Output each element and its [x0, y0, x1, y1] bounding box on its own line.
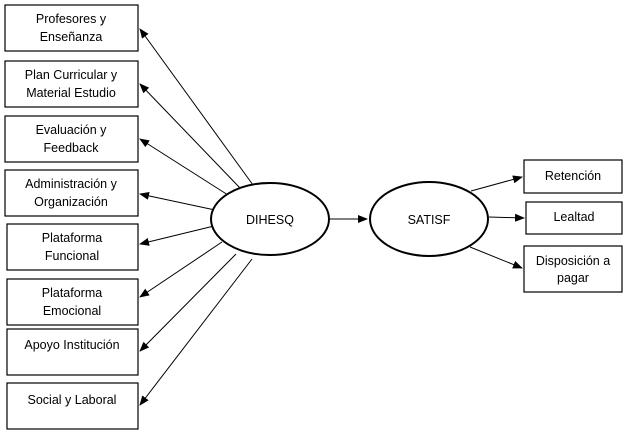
outcome-label-line: pagar	[557, 271, 589, 285]
outcome-disposicion: Disposición a pagar	[523, 245, 623, 293]
edge-satisf-retencion	[470, 175, 523, 192]
dimension-plataforma-funcional: Plataforma Funcional	[6, 223, 139, 271]
dimension-label-line: Emocional	[43, 304, 101, 318]
outcome-lealtad: Lealtad	[525, 201, 623, 235]
outcome-retencion: Retención	[523, 159, 623, 194]
outcome-label-line: Lealtad	[553, 210, 594, 224]
edge-satisf-lealtad	[488, 213, 525, 222]
dimension-profesores: Profesores y Enseñanza	[4, 4, 139, 52]
dimension-plataforma-emocional: Plataforma Emocional	[6, 278, 139, 326]
edges	[139, 28, 525, 406]
dimension-label-line: Social y Laboral	[28, 393, 117, 407]
dimension-apoyo: Apoyo Institución	[6, 328, 139, 376]
dimension-evaluacion: Evaluación y Feedback	[4, 115, 139, 163]
construct-satisf: SATISF	[369, 181, 489, 257]
dimension-label-line: Funcional	[45, 249, 99, 263]
edge-satisf-disposicion	[469, 246, 523, 269]
edge-dihesq-evaluacion	[139, 138, 229, 196]
dimension-label-line: Plataforma	[42, 231, 102, 245]
dimension-label-line: Apoyo Institución	[24, 338, 119, 352]
edge-dihesq-profesores	[139, 28, 254, 186]
dimension-label-line: Plataforma	[42, 286, 102, 300]
dimension-label-line: Organización	[34, 195, 108, 209]
dimension-administracion: Administración y Organización	[4, 169, 139, 217]
construct-satisf-label: SATISF	[408, 213, 451, 227]
dimension-label-line: Enseñanza	[40, 30, 103, 44]
edge-dihesq-apoyo	[139, 253, 237, 352]
dimension-plan: Plan Curricular y Material Estudio	[4, 60, 139, 108]
outcome-label-line: Disposición a	[536, 254, 610, 268]
construct-dihesq: DIHESQ	[210, 182, 330, 256]
edge-dihesq-social	[139, 258, 253, 406]
edge-dihesq-plataforma-funcional	[139, 225, 215, 246]
edge-dihesq-plataforma-emocional	[139, 241, 223, 298]
dimension-label-line: Feedback	[44, 141, 100, 155]
dimension-label-line: Profesores y	[36, 12, 107, 26]
dimension-label-line: Plan Curricular y	[25, 68, 118, 82]
dimension-label-line: Material Estudio	[26, 86, 116, 100]
outcome-label-line: Retención	[545, 169, 601, 183]
dimension-social: Social y Laboral	[6, 382, 139, 430]
dimension-label-line: Evaluación y	[36, 123, 108, 137]
edge-dihesq-plan	[139, 83, 241, 189]
construct-dihesq-label: DIHESQ	[246, 213, 294, 227]
dimension-label-line: Administración y	[25, 177, 117, 191]
edge-dihesq-administracion	[139, 191, 216, 211]
